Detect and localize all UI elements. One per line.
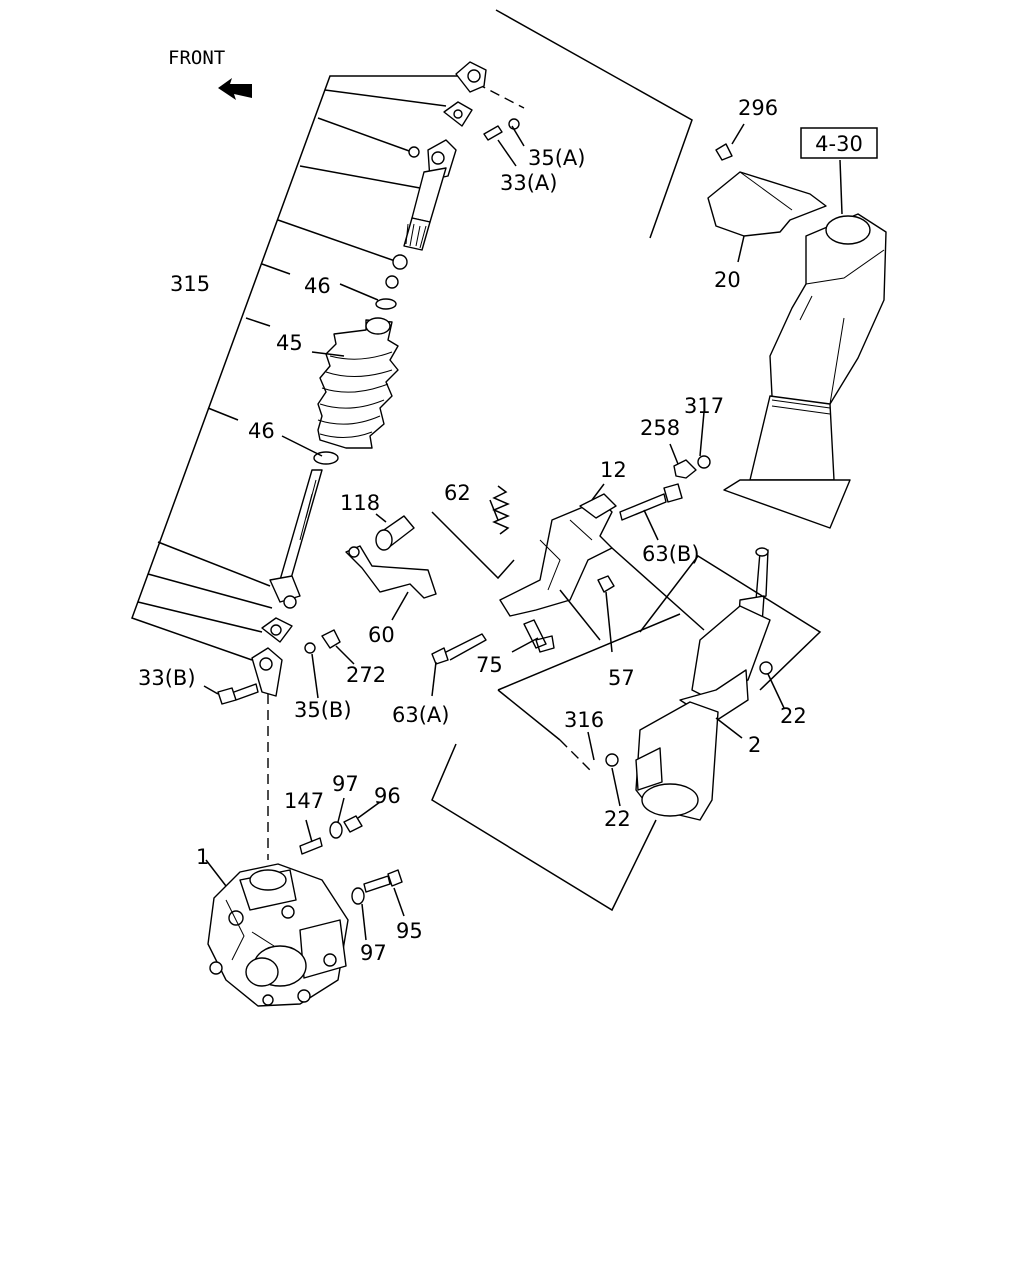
lower-shaft [251,469,341,697]
pivot-bracket-12 [499,493,617,617]
callout-20[interactable]: 20 [714,268,741,292]
callout-62[interactable]: 62 [444,481,471,505]
leader-lines [203,125,843,941]
callout-272[interactable]: 272 [346,663,386,687]
callout-316[interactable]: 316 [564,708,604,732]
callout-22-right[interactable]: 22 [780,704,807,728]
front-label: FRONT [168,47,225,69]
steering-column [605,547,773,821]
bolt-75 [523,619,555,653]
dust-boot [313,317,399,465]
callout-296[interactable]: 296 [738,96,778,120]
callout-35a[interactable]: 35(A) [528,146,585,170]
callout-46-lower[interactable]: 46 [248,419,275,443]
upper-universal-joint [408,61,520,158]
callout-147[interactable]: 147 [284,789,324,813]
group-315-bracket [131,75,462,661]
roller-118 [375,515,415,551]
bolt-63b [619,483,683,521]
callout-46-upper[interactable]: 46 [304,274,331,298]
callout-317[interactable]: 317 [684,394,724,418]
callout-96[interactable]: 96 [374,784,401,808]
callout-35b[interactable]: 35(B) [294,698,352,722]
column-bracket-line [495,9,693,239]
cover-20 [707,171,827,237]
callout-258[interactable]: 258 [640,416,680,440]
callout-2[interactable]: 2 [748,733,761,757]
callout-95[interactable]: 95 [396,919,423,943]
gearbox-fasteners [299,815,403,905]
callout-33b[interactable]: 33(B) [138,666,196,690]
callout-63b[interactable]: 63(B) [642,542,700,566]
steering-gearbox [207,863,349,1007]
callout-315[interactable]: 315 [170,272,210,296]
callout-57[interactable]: 57 [608,666,635,690]
callout-60[interactable]: 60 [368,623,395,647]
callout-97-lower[interactable]: 97 [360,941,387,965]
front-arrow-icon [218,78,252,100]
reference-box [800,127,878,159]
callout-33a[interactable]: 33(A) [500,171,557,195]
callout-22-lower[interactable]: 22 [604,807,631,831]
callout-97-upper[interactable]: 97 [332,772,359,796]
spline-shaft [403,139,457,251]
spring-62 [492,485,510,535]
assembly-lines [431,511,822,912]
leader-line [731,123,745,145]
reference-box-label[interactable]: 4-30 [815,132,863,156]
assembly-line [461,75,525,109]
callout-45[interactable]: 45 [276,331,303,355]
clip-296 [715,143,733,161]
bolt-63a [431,633,487,665]
nut-57 [597,575,615,593]
column-cover [723,213,887,529]
nut-and-clip [375,254,408,310]
callout-118[interactable]: 118 [340,491,380,515]
callout-1[interactable]: 1 [196,845,209,869]
lever-60 [345,545,437,599]
callout-63a[interactable]: 63(A) [392,703,449,727]
nut-258-washer-317 [673,455,711,479]
bolt-33b [217,683,259,705]
callout-12[interactable]: 12 [600,458,627,482]
callout-75[interactable]: 75 [476,653,503,677]
